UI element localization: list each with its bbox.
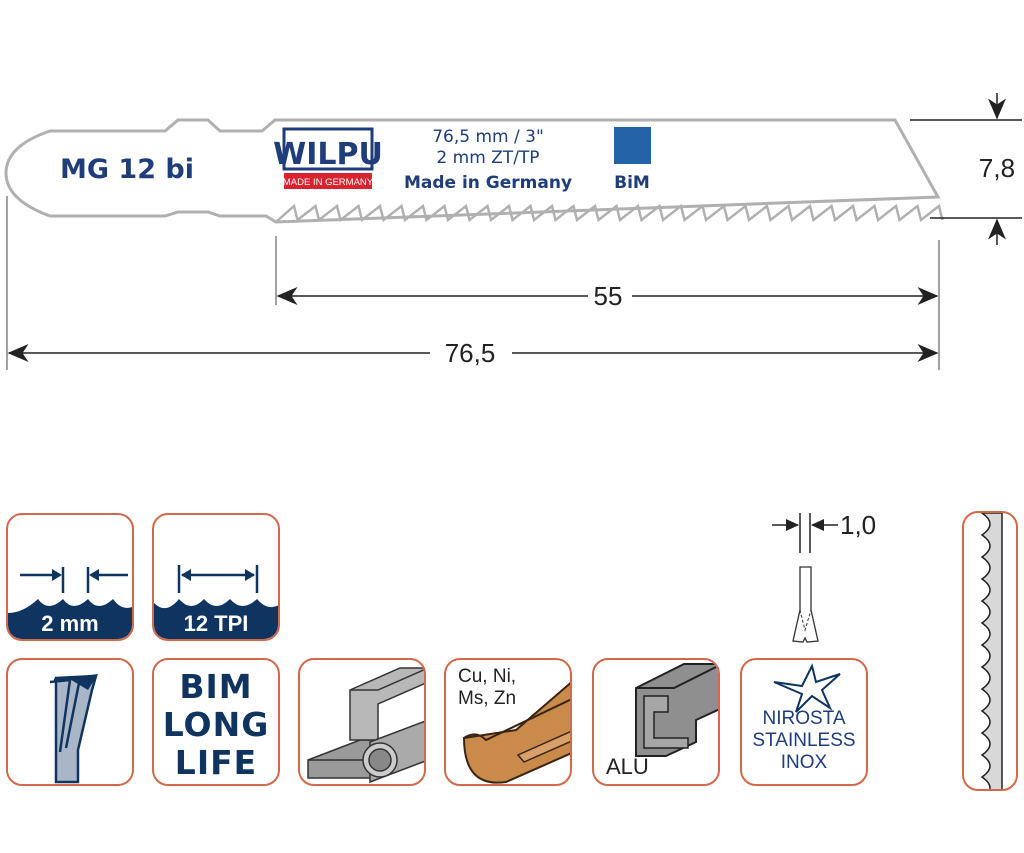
alu-profile-icon	[635, 663, 718, 757]
wavy-set-icon	[980, 513, 1003, 789]
copper-gutter-icon	[462, 682, 570, 784]
alu-label: ALU	[606, 754, 649, 779]
stainless-line-3: INOX	[780, 752, 828, 773]
spec-pitch: 2 mm ZT/TP	[436, 148, 539, 168]
bim-line-2: LONG	[162, 705, 270, 744]
wilpu-logo: WILPU MADE IN GERMANY	[273, 127, 383, 189]
tooth-pitch-tile: 2 mm	[6, 513, 134, 641]
flex-blade-icon	[49, 674, 98, 784]
bim-badge-square	[614, 127, 651, 164]
flexible-blade-tile	[6, 658, 134, 786]
brand-name: WILPU	[273, 137, 383, 172]
nonferrous-line-1: Cu, Ni,	[458, 666, 517, 687]
blade-teeth	[275, 203, 944, 223]
steel-material-tile	[298, 658, 426, 786]
blade-outline	[4, 118, 941, 224]
alu-material-tile: ALU	[592, 658, 720, 786]
nonferrous-line-2: Ms, Zn	[458, 688, 517, 709]
nonferrous-material-tile: Cu, Ni, Ms, Zn	[444, 658, 572, 786]
stainless-material-tile: NIROSTA STAINLESS INOX	[740, 658, 868, 786]
dim-thickness: 1,0	[840, 510, 877, 540]
brand-tagline: MADE IN GERMANY	[283, 177, 374, 188]
stainless-line-1: NIROSTA	[762, 708, 846, 729]
bim-line-1: BIM	[179, 667, 253, 706]
thickness-diagram	[772, 513, 838, 643]
steel-profiles-icon	[307, 667, 424, 784]
dim-total-length: 76,5	[445, 338, 496, 368]
bim-long-life-tile: BIM LONG LIFE	[152, 658, 280, 786]
bim-badge-label: BiM	[614, 173, 650, 193]
tooth-pitch-label: 2 mm	[41, 611, 99, 636]
stainless-line-2: STAINLESS	[752, 730, 856, 751]
bim-line-3: LIFE	[174, 743, 258, 782]
spec-origin: Made in Germany	[404, 173, 572, 193]
spec-length: 76,5 mm / 3"	[432, 127, 544, 147]
dim-height: 7,8	[979, 153, 1015, 183]
model-label: MG 12 bi	[60, 154, 194, 185]
dim-tooth-length: 55	[594, 281, 623, 311]
tpi-tile: 12 TPI	[152, 513, 280, 641]
star-icon	[773, 663, 841, 713]
blade-diagram: WILPU MADE IN GERMANY MG 12 bi 76,5 mm /…	[4, 93, 1022, 370]
tpi-label: 12 TPI	[183, 611, 249, 636]
wavy-set-tile	[962, 511, 1018, 791]
